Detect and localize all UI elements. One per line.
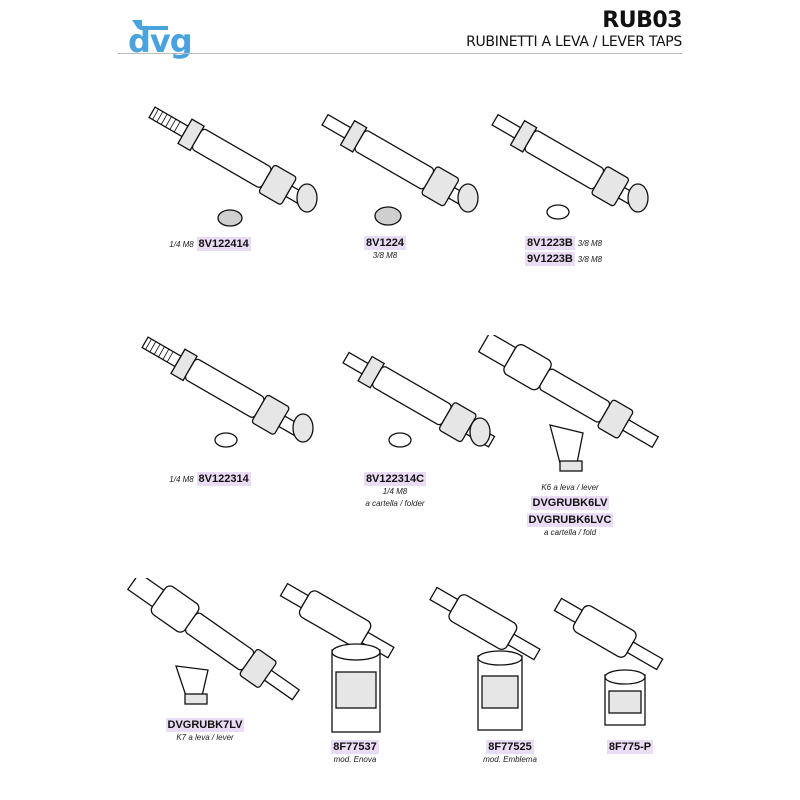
tap-illustration bbox=[126, 578, 301, 705]
product-code: 8V1223B bbox=[525, 236, 575, 250]
spec-note: 1/4 M8 bbox=[169, 475, 194, 484]
product-code: DVGRUBK6LV bbox=[530, 496, 610, 510]
tap-illustration bbox=[321, 113, 479, 226]
product-code: 8V122414 bbox=[196, 237, 251, 251]
spec-note: 3/8 M8 bbox=[372, 251, 398, 260]
spec-note: a cartella / folder bbox=[365, 499, 425, 508]
spec-note: K7 a leva / lever bbox=[176, 733, 234, 742]
product-code: 9V1223B bbox=[525, 252, 575, 266]
brand-logo bbox=[132, 20, 168, 30]
product-code: 8V1224 bbox=[364, 236, 406, 250]
spec-note: K6 a leva / lever bbox=[541, 483, 599, 492]
header-rule bbox=[118, 53, 682, 54]
product-code: 8V122314 bbox=[196, 472, 251, 486]
spec-note: 1/4 M8 bbox=[382, 487, 408, 496]
product-code: 8F775-P bbox=[606, 740, 654, 754]
tap-illustration bbox=[429, 586, 541, 731]
product-code: 8V122314C bbox=[363, 472, 427, 486]
product-label: 8F77525 mod. Emblema bbox=[465, 740, 555, 766]
tap-illustration bbox=[148, 106, 318, 227]
product-code: DVGRUBK6LVC bbox=[526, 513, 614, 527]
product-code: 8F77537 bbox=[331, 740, 379, 754]
product-label: 1/4 M8 8V122314 bbox=[150, 472, 270, 486]
product-label: K6 a leva / lever DVGRUBK6LV DVGRUBK6LVC… bbox=[515, 482, 625, 539]
spec-note: 3/8 M8 bbox=[577, 255, 603, 264]
spec-note: 1/4 M8 bbox=[169, 240, 194, 249]
spec-note: 3/8 M8 bbox=[577, 239, 603, 248]
product-code: 8F77525 bbox=[486, 740, 534, 754]
page-code: RUB03 bbox=[602, 8, 682, 33]
product-label: 8F775-P bbox=[590, 740, 670, 754]
tap-illustration bbox=[477, 335, 660, 472]
product-label: 8V122314C 1/4 M8 a cartella / folder bbox=[350, 472, 440, 510]
product-label: 1/4 M8 8V122414 bbox=[150, 237, 270, 251]
brand-name: dvg bbox=[128, 22, 193, 60]
spec-note: a cartella / fold bbox=[543, 528, 597, 537]
tap-illustration bbox=[141, 336, 314, 448]
page-subtitle: RUBINETTI A LEVA / LEVER TAPS bbox=[466, 34, 682, 50]
tap-illustration bbox=[342, 351, 496, 448]
product-code: DVGRUBK7LV bbox=[165, 718, 245, 732]
product-label: DVGRUBK7LV K7 a leva / lever bbox=[155, 718, 255, 744]
spec-note: mod. Emblema bbox=[483, 755, 537, 764]
spec-note: mod. Enova bbox=[333, 755, 377, 764]
product-label: 8V1224 3/8 M8 bbox=[340, 236, 430, 262]
tap-illustration bbox=[279, 582, 395, 733]
product-label: 8V1223B 3/8 M8 9V1223B 3/8 M8 bbox=[525, 236, 635, 266]
tap-illustration bbox=[491, 113, 649, 220]
tap-illustration bbox=[553, 597, 664, 726]
product-label: 8F77537 mod. Enova bbox=[310, 740, 400, 766]
